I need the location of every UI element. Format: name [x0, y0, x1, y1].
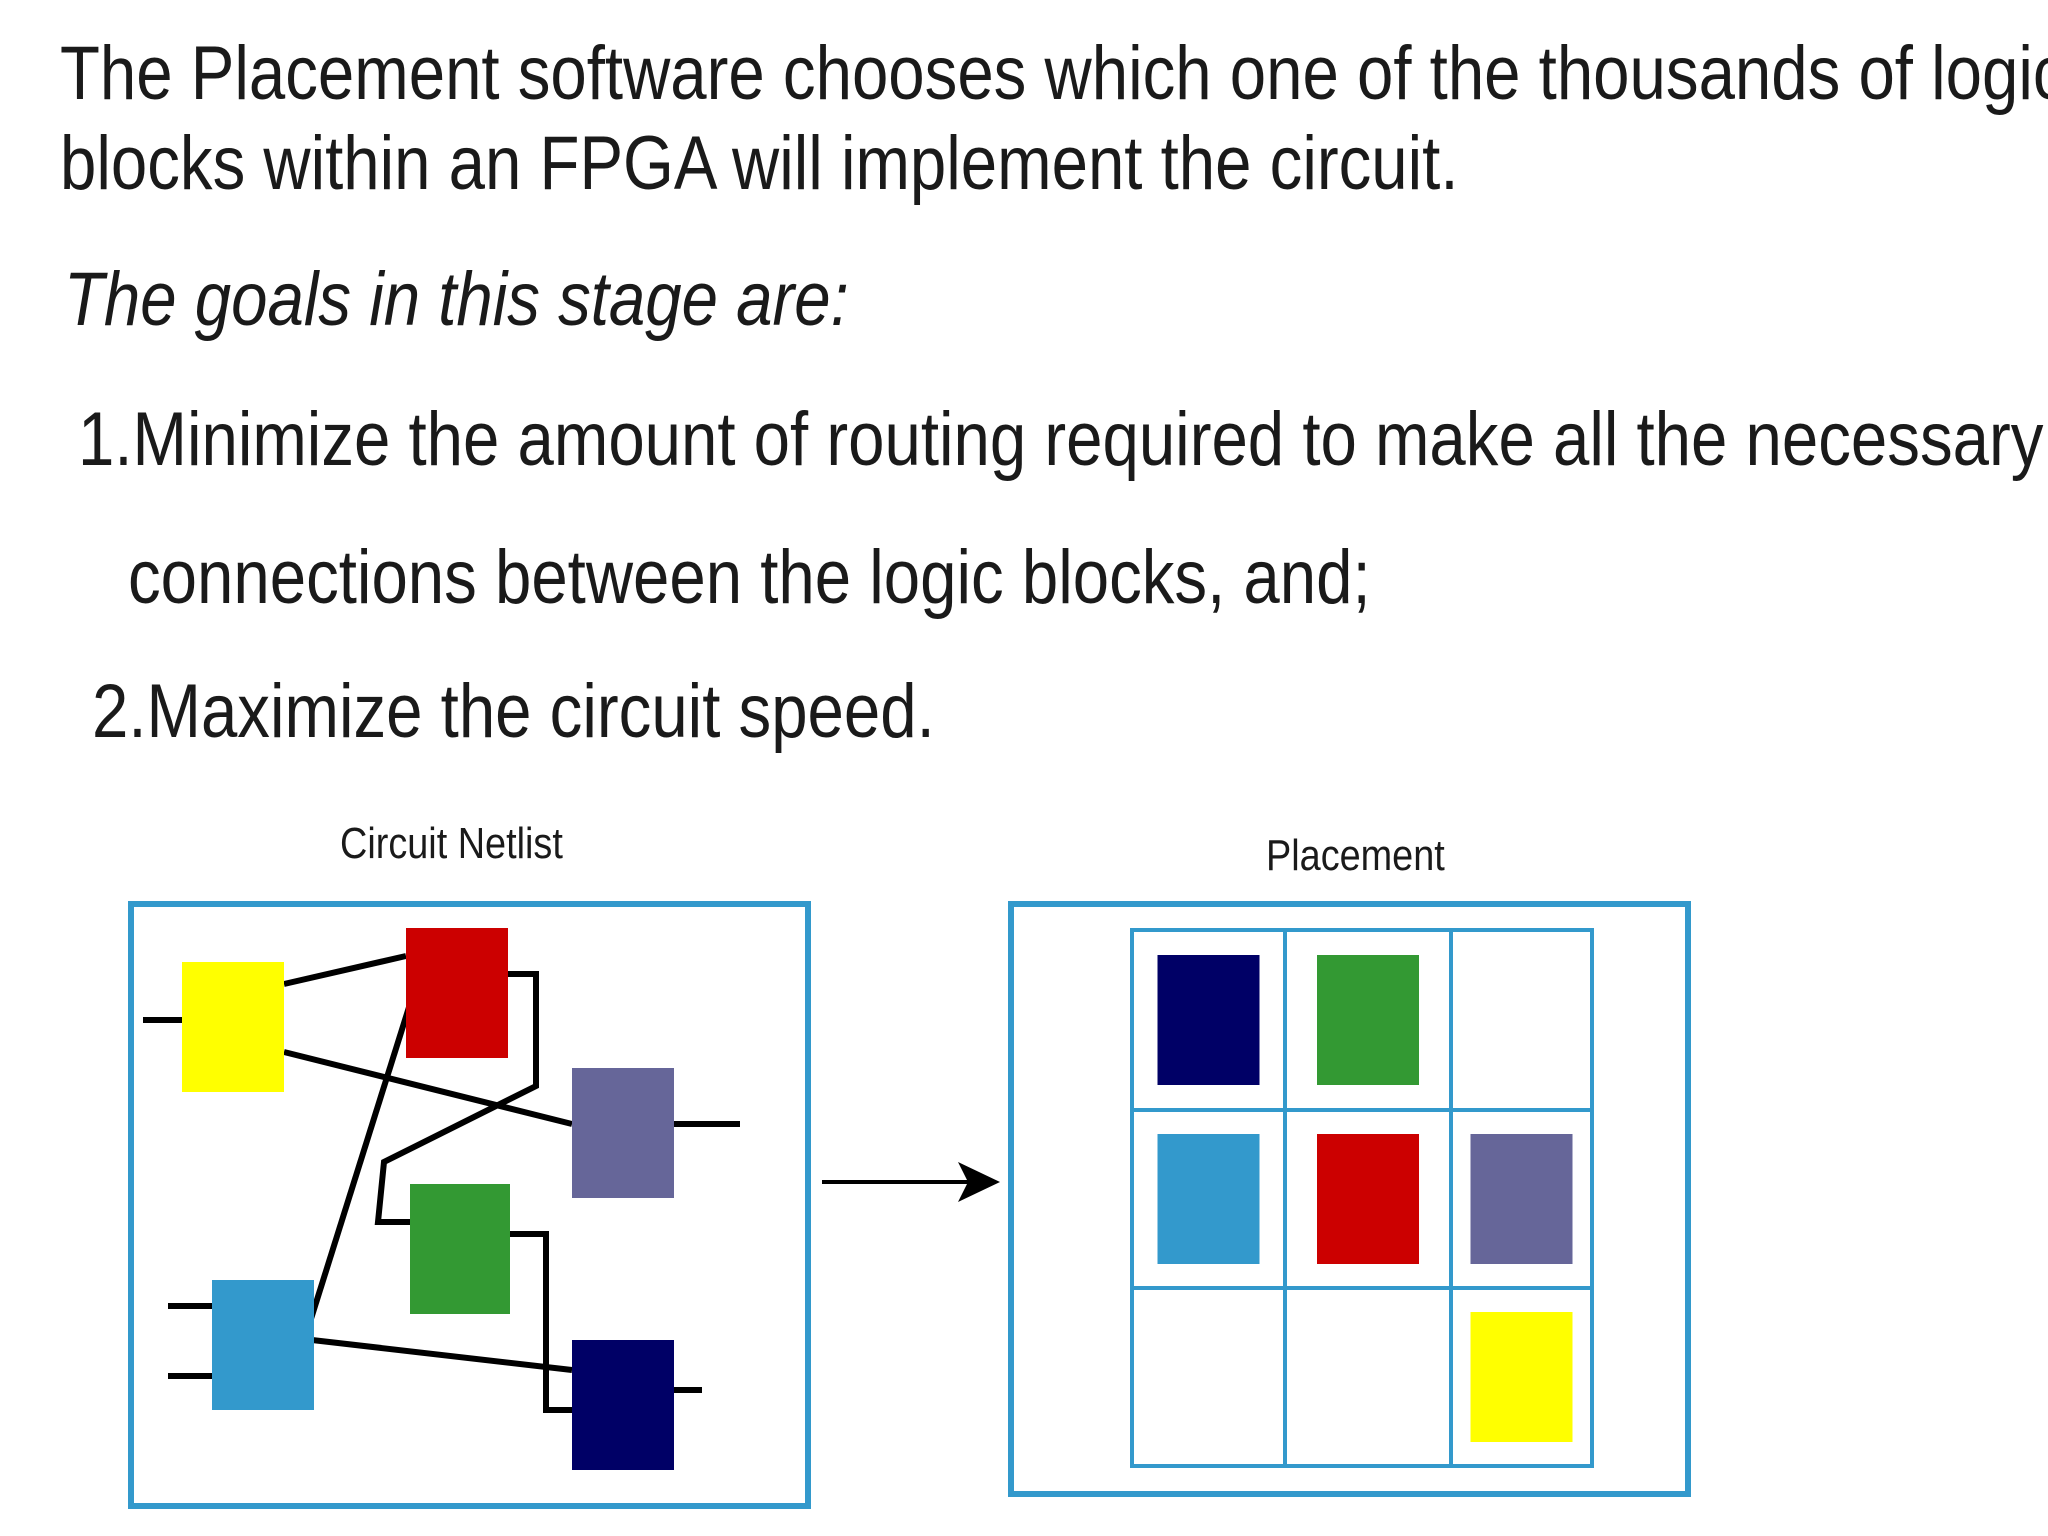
circuit-netlist-panel [128, 901, 811, 1509]
netlist-block-purple [572, 1068, 674, 1198]
wire-red-lightblue [307, 1003, 413, 1323]
netlist-block-light-blue [212, 1280, 314, 1410]
goal-1-line-1: 1.Minimize the amount of routing require… [78, 397, 2044, 482]
placement-block-green [1317, 955, 1419, 1085]
goal-1-line-2: connections between the logic blocks, an… [128, 535, 1371, 620]
placement-block-purple [1470, 1134, 1573, 1264]
transform-arrow [822, 1162, 1000, 1202]
netlist-caption: Circuit Netlist [340, 819, 563, 868]
wire-yellow-purple [283, 1049, 573, 1127]
intro-line-1: The Placement software chooses which one… [60, 31, 2048, 116]
intro-line-2: blocks within an FPGA will implement the… [60, 121, 1459, 206]
placement-blocks [1157, 955, 1573, 1442]
goal-2: 2.Maximize the circuit speed. [92, 669, 935, 754]
wire-green-navy [508, 1231, 572, 1413]
placement-grid [1130, 928, 1594, 1468]
wire-red-green [374, 971, 539, 1225]
placement-panel [1008, 901, 1691, 1497]
netlist-wires [143, 953, 740, 1413]
placement-block-red [1317, 1134, 1419, 1264]
netlist-block-yellow [182, 962, 284, 1092]
placement-block-light-blue [1157, 1134, 1260, 1264]
wire-lightblue-navy [311, 1337, 573, 1373]
placement-block-yellow [1470, 1312, 1573, 1442]
placement-block-navy [1157, 955, 1260, 1085]
netlist-block-green [410, 1184, 510, 1314]
wire-yellow-red [283, 953, 407, 987]
placement-caption: Placement [1266, 831, 1445, 880]
netlist-block-red [406, 928, 508, 1058]
netlist-block-navy [572, 1340, 674, 1470]
goals-heading: The goals in this stage are: [64, 257, 849, 342]
